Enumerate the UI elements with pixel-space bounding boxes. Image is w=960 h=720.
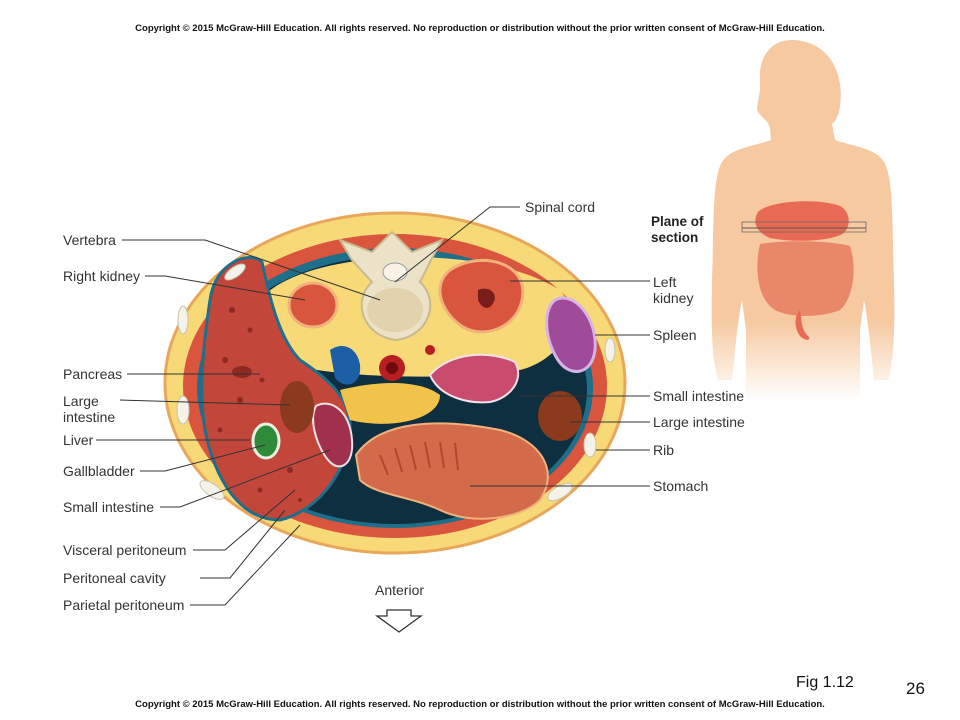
label-gallbladder: Gallbladder bbox=[63, 463, 135, 479]
label-small-intestine-right: Small intestine bbox=[653, 388, 745, 404]
label-left-kidney: Left kidney bbox=[653, 274, 694, 306]
label-large-intestine-right: Large intestine bbox=[653, 414, 745, 430]
label-large-intestine-left: Large intestine bbox=[63, 393, 116, 425]
label-small-intestine-left: Small intestine bbox=[63, 499, 155, 515]
copyright-bottom: Copyright © 2015 McGraw-Hill Education. … bbox=[135, 699, 825, 710]
label-right-kidney: Right kidney bbox=[63, 268, 141, 284]
label-spinal-cord: Spinal cord bbox=[525, 199, 596, 215]
leader-lines bbox=[96, 206, 650, 606]
label-visceral-peritoneum: Visceral peritoneum bbox=[63, 542, 187, 558]
label-rib: Rib bbox=[653, 442, 675, 458]
label-vertebra: Vertebra bbox=[63, 232, 116, 248]
body-silhouette bbox=[711, 40, 895, 400]
abdomen-cross-section bbox=[163, 211, 627, 555]
label-pancreas: Pancreas bbox=[63, 366, 123, 382]
label-stomach: Stomach bbox=[653, 478, 709, 494]
figure-label: Fig 1.12 bbox=[796, 674, 854, 691]
label-anterior: Anterior bbox=[375, 582, 425, 598]
label-spleen: Spleen bbox=[653, 327, 697, 343]
label-liver: Liver bbox=[63, 432, 94, 448]
copyright-top: Copyright © 2015 McGraw-Hill Education. … bbox=[135, 23, 825, 34]
anterior-arrow bbox=[375, 609, 423, 633]
page-number: 26 bbox=[906, 679, 925, 698]
label-peritoneal-cavity: Peritoneal cavity bbox=[63, 570, 166, 586]
label-parietal-peritoneum: Parietal peritoneum bbox=[63, 597, 185, 613]
label-plane-of-section: Plane of section bbox=[651, 214, 704, 245]
